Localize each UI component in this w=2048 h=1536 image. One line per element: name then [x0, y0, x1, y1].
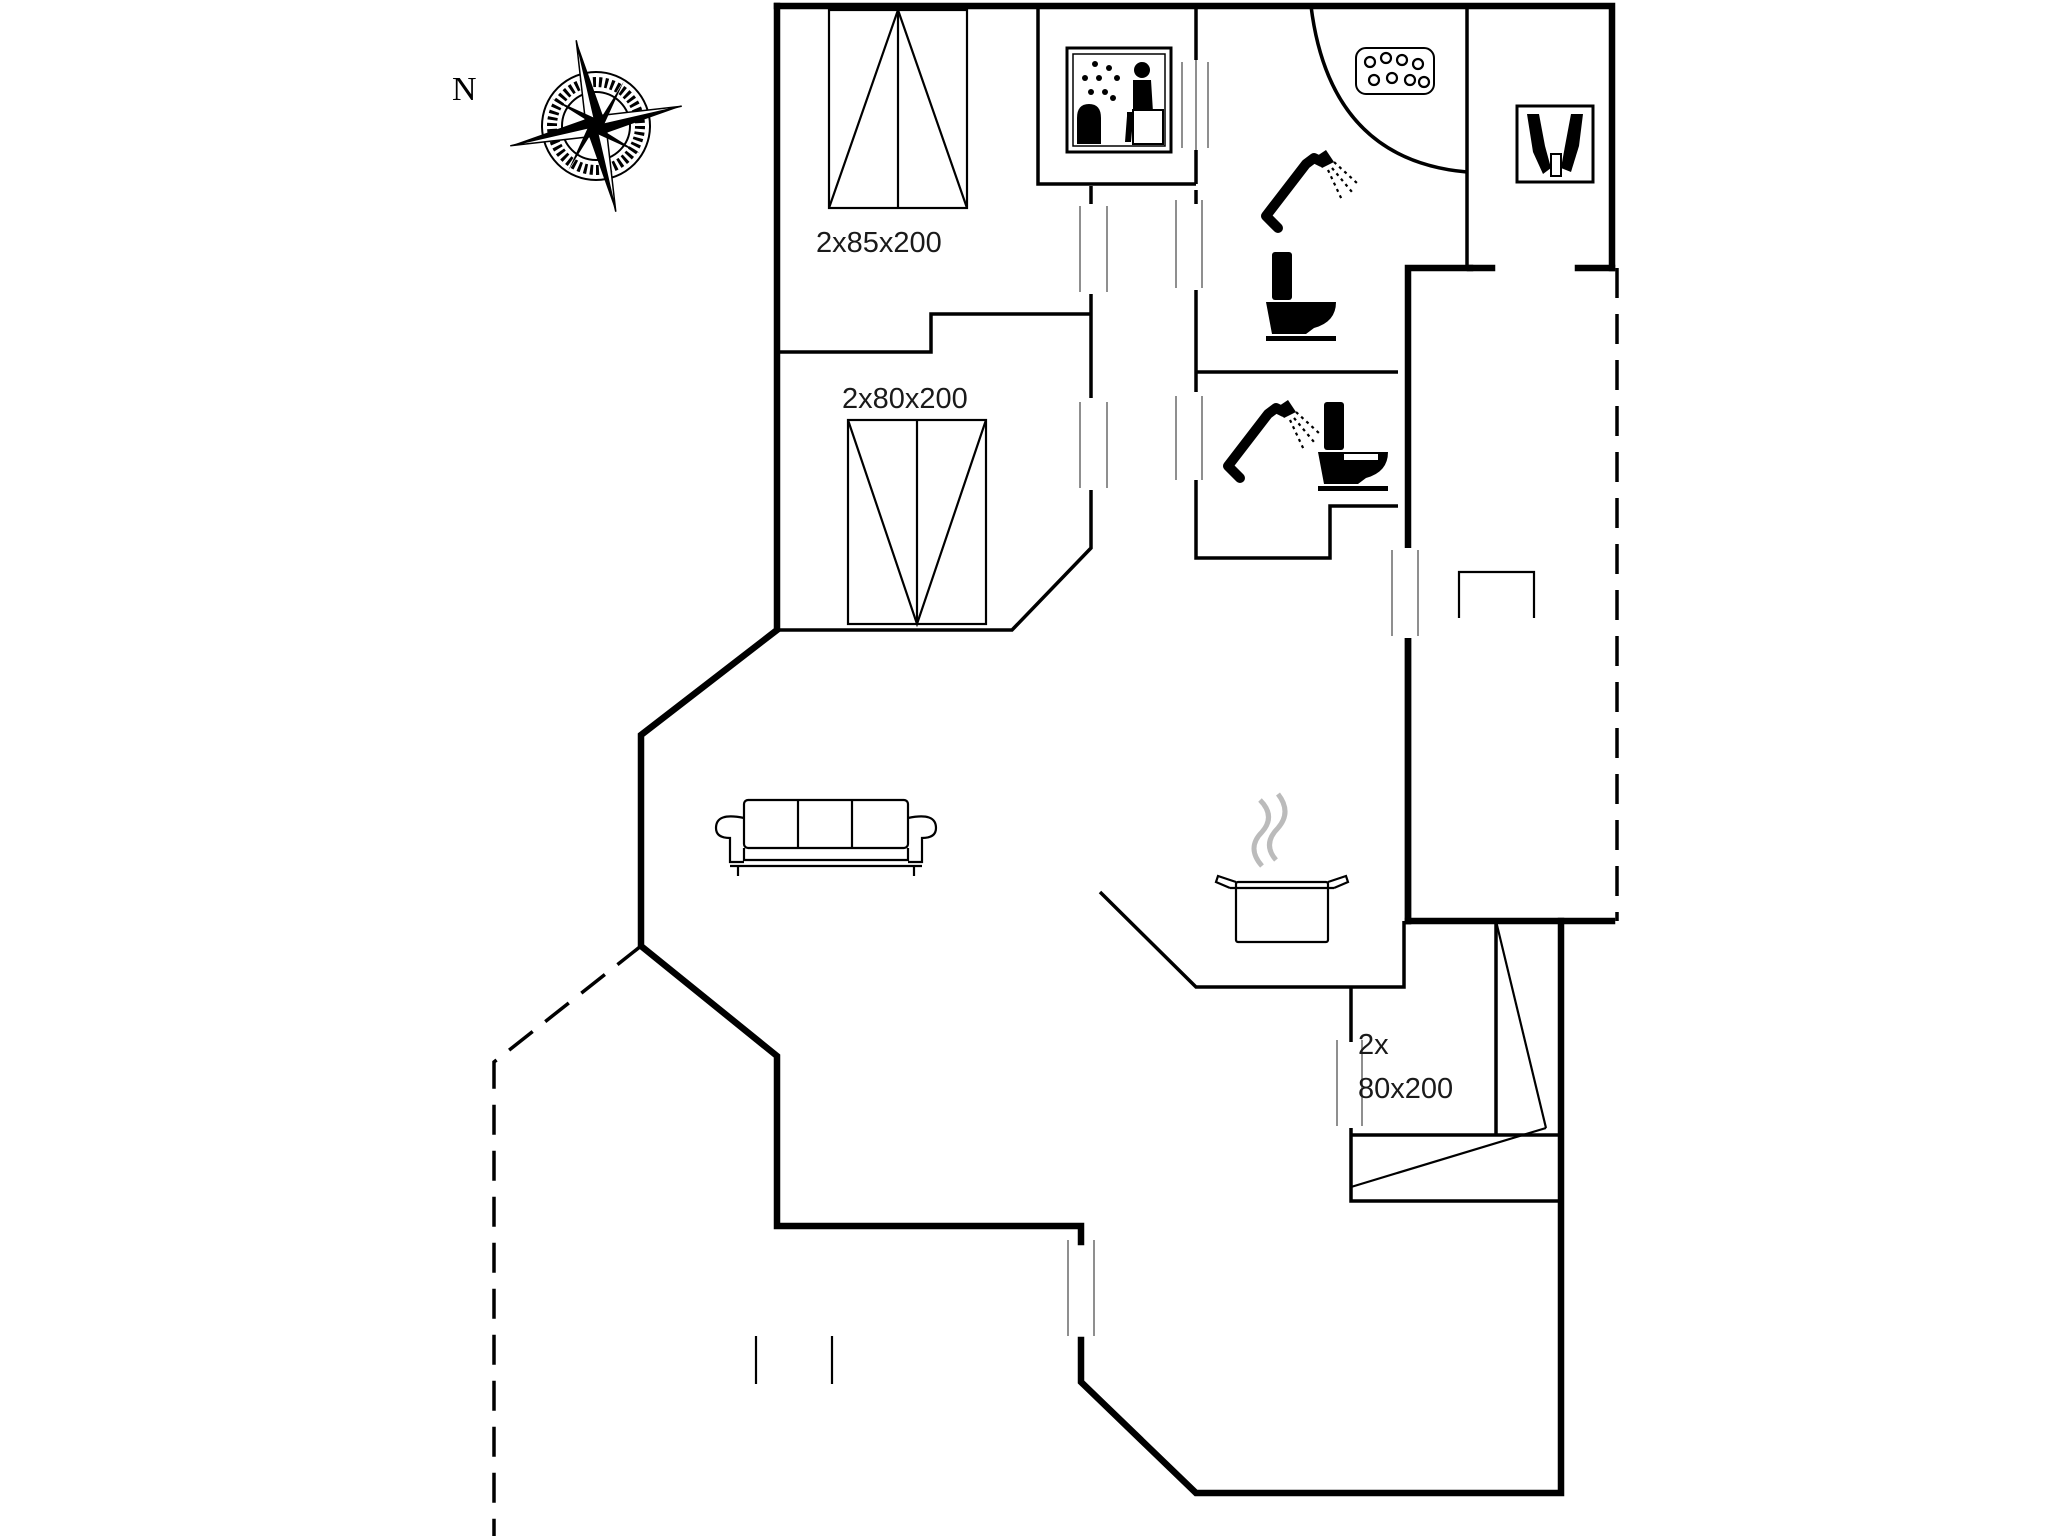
sauna-icon: [1065, 46, 1173, 154]
compass-rose-icon: [510, 40, 682, 212]
cooking-pot-icon: [1214, 792, 1350, 944]
bench: [1457, 570, 1536, 618]
bed-label-bedroom-1: 2x85x200: [816, 227, 942, 259]
champagne-icon: [1515, 104, 1595, 184]
door-openings: [1067, 54, 1419, 1336]
exterior-walls: [637, 2, 1616, 1497]
sofa-icon: [714, 798, 938, 876]
terrace-outline: [492, 268, 1619, 1536]
bed-label-bedroom-3-line1: 2x: [1358, 1029, 1389, 1061]
toilet-icon: [1318, 402, 1388, 491]
north-label: N: [452, 71, 477, 108]
shower-icon: [1261, 150, 1359, 233]
whirlpool-icon: [1309, 5, 1468, 174]
bed-lower-right: [1350, 920, 1548, 1189]
bed-2x80x200: [846, 418, 988, 628]
shower-icon: [1223, 400, 1321, 483]
bed-label-bedroom-2: 2x80x200: [842, 383, 968, 415]
interior-walls: [777, 6, 1561, 1203]
bed-label-bedroom-3-line2: 80x200: [1358, 1073, 1453, 1105]
bed-2x85x200: [827, 6, 969, 210]
toilet-icon: [1266, 252, 1336, 341]
